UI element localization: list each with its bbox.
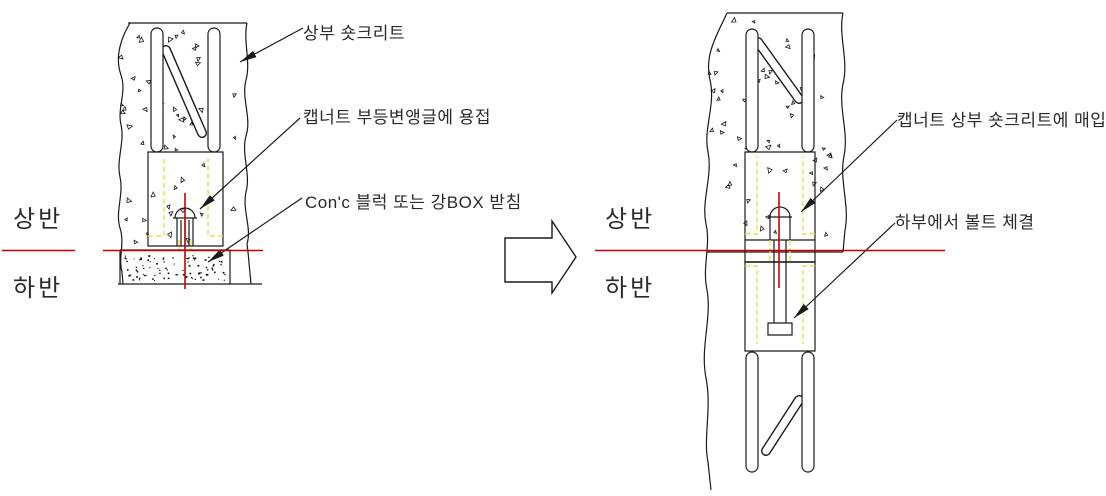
springline-centerlines bbox=[2, 192, 945, 289]
right-section-drawing bbox=[703, 12, 898, 491]
shotcrete-speckles-right bbox=[707, 16, 833, 237]
leader-lines-left bbox=[199, 27, 304, 263]
block-stipple bbox=[124, 255, 226, 281]
diagonal-strut-core bbox=[162, 46, 206, 137]
embedded-angle-left bbox=[148, 156, 223, 250]
label-upper-shotcrete: 상부 숏크리트 bbox=[303, 24, 406, 43]
bracket-box bbox=[147, 151, 224, 247]
leader-lines-right bbox=[793, 119, 898, 319]
excavation-wavy-right bbox=[243, 22, 252, 285]
half-label-upper-left: 상반 bbox=[13, 206, 64, 233]
upper-steel-rib-right bbox=[801, 28, 815, 153]
excavation-wavy-right-right bbox=[841, 12, 847, 253]
embedded-angle-right-lower bbox=[745, 265, 815, 344]
embedded-angle-right-upper bbox=[745, 156, 815, 262]
lower-bracket-box bbox=[744, 261, 816, 352]
half-label-lower-left: 하반 bbox=[13, 275, 64, 302]
label-conc-block: Con'c 블럭 또는 강BOX 받침 bbox=[305, 193, 522, 212]
label-capnut-embedded: 캡너트 상부 숏크리트에 매입 bbox=[897, 111, 1106, 130]
upper-strut-core bbox=[754, 38, 803, 103]
lower-steel-rib-left bbox=[745, 351, 759, 473]
lower-steel-rib-right bbox=[801, 351, 815, 473]
excavation-wavy-left-right bbox=[703, 12, 728, 491]
transform-arrow-icon bbox=[504, 218, 577, 296]
half-label-lower-right: 하반 bbox=[605, 275, 656, 302]
steel-rib-right bbox=[207, 27, 221, 153]
label-capnut-weld: 캡너트 부등변앵글에 용접 bbox=[303, 108, 491, 127]
label-bolt-fastening: 하부에서 볼트 체결 bbox=[895, 213, 1035, 232]
lower-strut-core bbox=[762, 396, 803, 455]
excavation-wavy-left bbox=[117, 22, 131, 285]
bolt-from-below bbox=[767, 240, 793, 336]
left-section-drawing bbox=[117, 22, 304, 285]
half-label-upper-right: 상반 bbox=[605, 206, 656, 233]
steel-rib-left bbox=[150, 27, 164, 153]
upper-steel-rib-left bbox=[745, 28, 759, 153]
cap-nut-embedded bbox=[768, 206, 792, 240]
